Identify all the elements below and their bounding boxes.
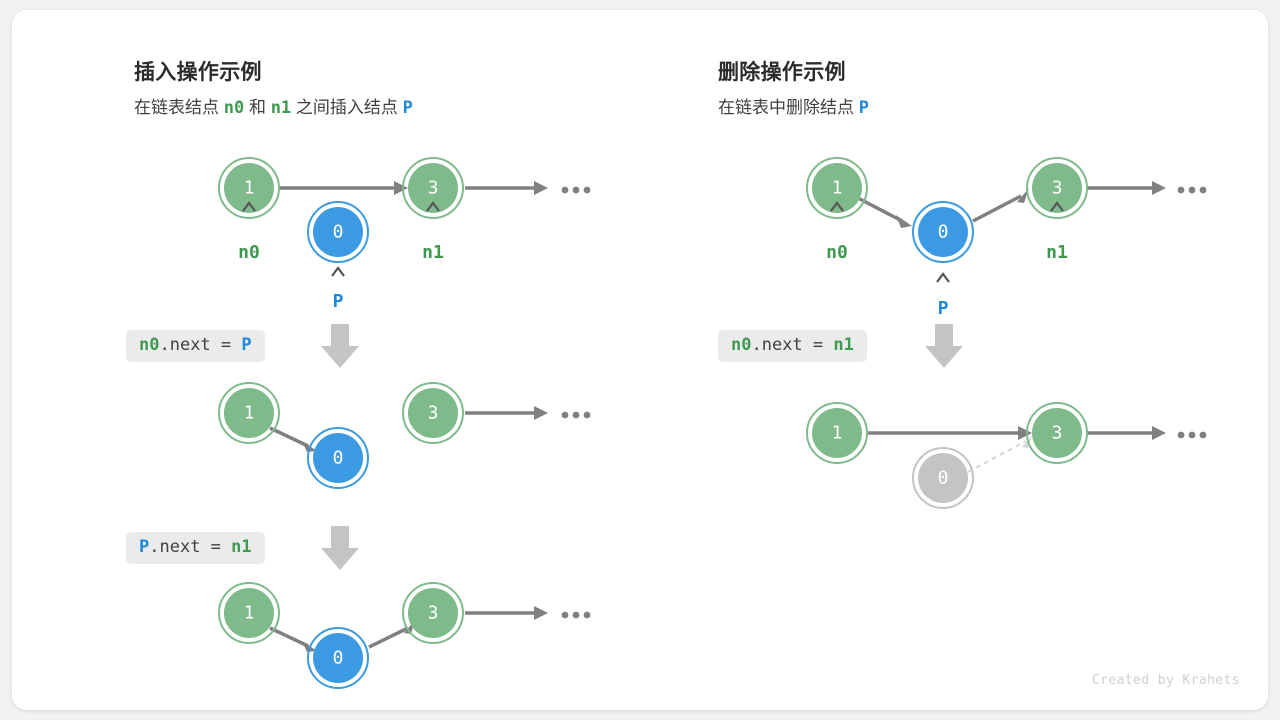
delete-result-node-1-text: 1 (832, 423, 843, 444)
code-token-next-2: .next = (149, 537, 232, 557)
node-label-n1: n1 (422, 242, 444, 263)
delete-result-node-removed-text: 0 (938, 468, 949, 489)
node-final-0: 0 (307, 627, 369, 689)
node-p-value: 0 (333, 222, 344, 243)
delete-code-token-next: .next = (751, 335, 834, 355)
delete-result-node-3: 3 (1026, 402, 1088, 464)
delete-node-label-n0: n0 (826, 242, 848, 263)
node-value-1: 1 (218, 382, 280, 444)
delete-result-node-1: 1 (806, 402, 868, 464)
insert-step-3-diagram: 1 0 3 (12, 570, 640, 700)
delete-node-n1: 3 (1026, 157, 1088, 219)
delete-subtitle-text-1: 在链表中删除结点 (718, 98, 854, 117)
insert-code-badge-2: P.next = n1 (126, 532, 265, 564)
code-token-p-2: P (139, 537, 150, 557)
delete-code-badge: n0.next = n1 (718, 330, 867, 362)
delete-panel-subtitle: 在链表中删除结点 P (718, 93, 869, 118)
insert-code-badge-1: n0.next = P (126, 330, 265, 362)
subtitle-text-3: 之间插入结点 (295, 98, 398, 117)
delete-caret-icon-n0 (830, 201, 844, 212)
caret-icon-n1 (426, 201, 440, 212)
node-value-3: 3 (402, 382, 464, 444)
delete-caret-icon-n1 (1050, 201, 1064, 212)
delete-node-label-n1: n1 (1046, 242, 1068, 263)
delete-node-n0: 1 (806, 157, 868, 219)
insert-panel-title: 插入操作示例 (134, 61, 262, 84)
code-token-n1-2: n1 (231, 537, 252, 557)
node-n1-value: 3 (428, 178, 439, 199)
delete-code-token-n1: n1 (833, 335, 854, 355)
subtitle-token-n1: n1 (270, 98, 292, 118)
caret-icon-p (331, 266, 345, 277)
node-final-0-text: 0 (333, 648, 344, 669)
node-n1: 3 (402, 157, 464, 219)
node-value-3-text: 3 (428, 403, 439, 424)
node-final-1-text: 1 (244, 603, 255, 624)
node-value-0-text: 0 (333, 448, 344, 469)
node-n0: 1 (218, 157, 280, 219)
node-final-3: 3 (402, 582, 464, 644)
delete-down-arrow (916, 320, 976, 372)
node-label-p: P (333, 291, 344, 312)
delete-step-2-diagram: 1 0 3 (640, 392, 1268, 522)
node-final-3-text: 3 (428, 603, 439, 624)
subtitle-token-n0: n0 (223, 98, 245, 118)
delete-result-node-removed: 0 (912, 447, 974, 509)
insert-panel-subtitle: 在链表结点 n0 和 n1 之间插入结点 P (134, 93, 413, 118)
delete-node-n0-value: 1 (832, 178, 843, 199)
delete-step-1-diagram: 1 n0 0 P 3 (640, 140, 1268, 335)
panel-insert: 插入操作示例 在链表结点 n0 和 n1 之间插入结点 P (12, 10, 640, 710)
credit-label: Created by Krahets (1091, 673, 1240, 688)
insert-down-arrow-1 (312, 320, 372, 372)
subtitle-text-2: 和 (248, 98, 266, 117)
delete-node-n1-value: 3 (1052, 178, 1063, 199)
code-token-p: P (241, 335, 252, 355)
code-token-next-1: .next = (159, 335, 242, 355)
delete-caret-icon-p (936, 272, 950, 283)
delete-result-node-3-text: 3 (1052, 423, 1063, 444)
diagram-card: 插入操作示例 在链表结点 n0 和 n1 之间插入结点 P (12, 10, 1268, 710)
delete-node-p: 0 (912, 201, 974, 263)
caret-icon-n0 (242, 201, 256, 212)
node-p: 0 (307, 201, 369, 263)
subtitle-token-p: P (402, 98, 413, 118)
insert-down-arrow-2 (312, 522, 372, 574)
delete-subtitle-token-p: P (858, 98, 869, 118)
insert-step-2-diagram: 1 0 3 (12, 370, 640, 500)
panel-delete: 删除操作示例 在链表中删除结点 P (640, 10, 1268, 710)
delete-code-token-n0: n0 (731, 335, 752, 355)
code-token-n0: n0 (139, 335, 160, 355)
node-final-1: 1 (218, 582, 280, 644)
insert-step-1-diagram: 1 n0 0 P 3 (12, 140, 640, 330)
node-value-0: 0 (307, 427, 369, 489)
subtitle-text-1: 在链表结点 (134, 98, 219, 117)
delete-node-label-p: P (938, 298, 949, 319)
delete-node-p-value: 0 (938, 222, 949, 243)
node-n0-value: 1 (244, 178, 255, 199)
node-value-1-text: 1 (244, 403, 255, 424)
node-label-n0: n0 (238, 242, 260, 263)
delete-panel-title: 删除操作示例 (718, 61, 846, 84)
